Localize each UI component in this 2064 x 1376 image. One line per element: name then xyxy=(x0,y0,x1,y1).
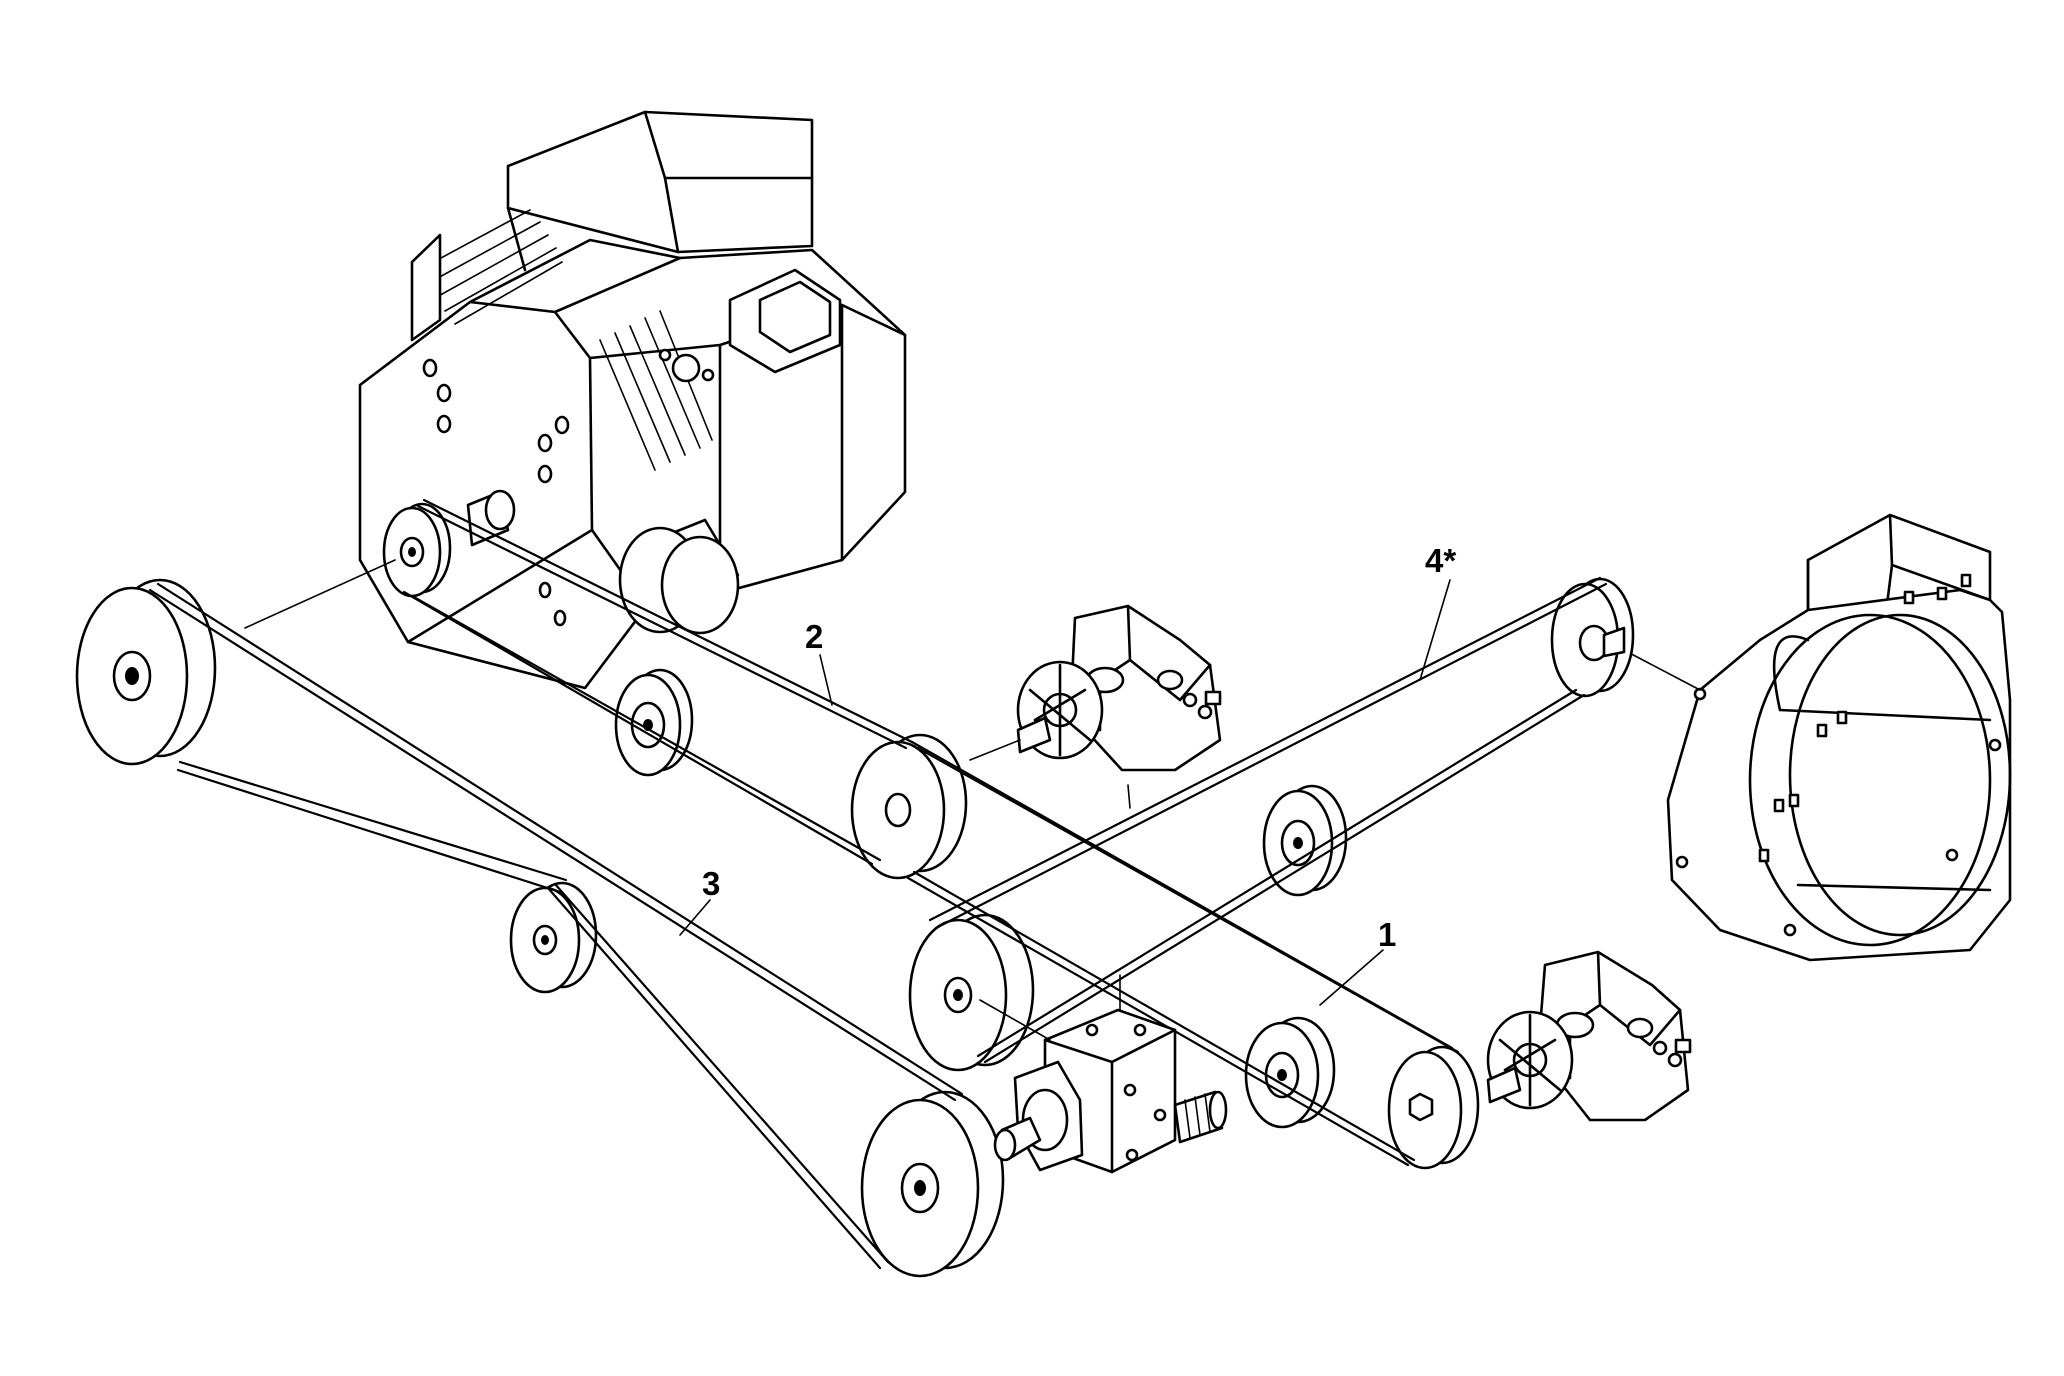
callout-3: 3 xyxy=(702,865,720,902)
v-belt-4 xyxy=(928,576,1608,1064)
v-belt-1 xyxy=(906,740,1460,1167)
pulley-belt1-lower xyxy=(1387,1045,1480,1170)
pulley-gearbox xyxy=(908,913,1035,1072)
pulley-left-large xyxy=(75,578,217,766)
pulley-engine xyxy=(382,502,452,598)
callout-2: 2 xyxy=(805,618,823,655)
v-belt-3 xyxy=(148,582,964,1270)
idler-pulley-left xyxy=(509,881,598,994)
idler-pulley-lower xyxy=(1244,1016,1336,1129)
callout-4: 4* xyxy=(1425,542,1456,579)
engine xyxy=(358,110,907,690)
pulley-center xyxy=(850,733,968,880)
pulley-fan xyxy=(1550,577,1635,698)
hydraulic-pump-upper xyxy=(969,604,1222,809)
callout-group: 2 4* 3 1 xyxy=(679,542,1456,1006)
pulley-bottom-large xyxy=(860,1090,1005,1278)
angle-gearbox xyxy=(993,974,1228,1174)
hydraulic-pump-lower xyxy=(1486,950,1692,1122)
callout-1: 1 xyxy=(1378,916,1396,953)
idler-pulley-belt4 xyxy=(1262,784,1348,897)
fan-housing xyxy=(1619,513,2012,962)
